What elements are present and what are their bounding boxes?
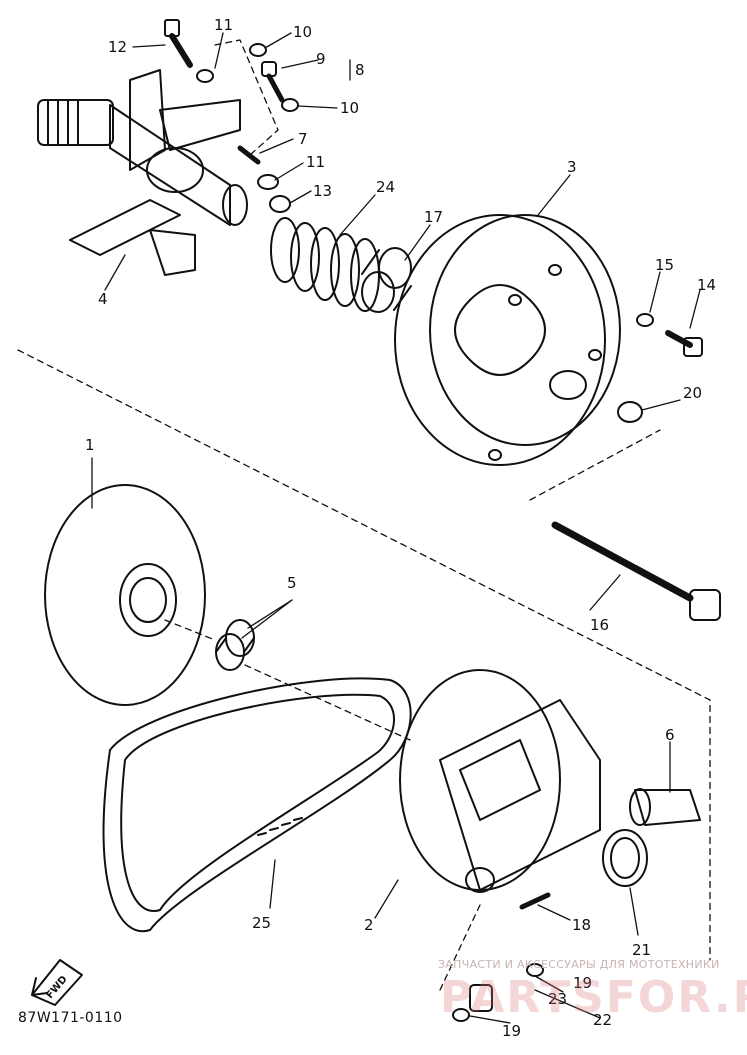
callout-11-upper: 11 (214, 16, 233, 34)
callout-24: 24 (376, 178, 395, 196)
callout-16: 16 (590, 616, 609, 634)
callout-10-upper: 10 (293, 23, 312, 41)
assembly-guide-lines (17, 39, 711, 991)
cover-fasteners (617, 313, 703, 423)
diagram-reference-code: 87W171-0110 (18, 1010, 123, 1026)
sliding-sheave-1 (44, 484, 206, 706)
callout-2: 2 (364, 916, 374, 934)
watermark-logo: PARTSFOR.RU (440, 972, 747, 1023)
long-bolt-16 (551, 521, 721, 621)
sliding-sheave-assembly-2 (399, 669, 601, 893)
clutch-cover-3 (394, 214, 621, 466)
callout-12: 12 (108, 38, 127, 56)
roller-pin-hardware (196, 43, 299, 213)
callout-18: 18 (572, 916, 591, 934)
callout-1: 1 (85, 436, 95, 454)
callout-4: 4 (98, 290, 108, 308)
callout-labels: 1 2 3 4 5 6 7 8 9 10 10 11 11 12 13 14 1… (85, 16, 716, 1040)
callout-19-upper: 19 (573, 974, 592, 992)
drive-belt-25 (102, 677, 412, 933)
callout-5: 5 (287, 574, 297, 592)
callout-14: 14 (697, 276, 716, 294)
sheave-small-parts (452, 788, 701, 1022)
callout-22: 22 (593, 1011, 612, 1029)
callout-23: 23 (548, 990, 567, 1008)
bushing-5 (215, 619, 255, 671)
forward-arrow-icon (31, 959, 83, 1006)
callout-25: 25 (252, 914, 271, 932)
callout-15: 15 (655, 256, 674, 274)
forward-label: FWD (45, 974, 70, 1001)
callout-8: 8 (355, 61, 365, 79)
callout-20: 20 (683, 384, 702, 402)
callout-17: 17 (424, 208, 443, 226)
collar-17 (361, 247, 412, 313)
bolt-12 (164, 19, 193, 68)
callout-3: 3 (567, 158, 577, 176)
watermark-caption: ЗАПЧАСТИ И АКСЕССУАРЫ ДЛЯ МОТОТЕХНИКИ (438, 958, 720, 971)
callout-11-lower: 11 (306, 153, 325, 171)
callout-21: 21 (632, 941, 651, 959)
callout-leader-lines (91, 32, 701, 1024)
callout-9: 9 (316, 50, 326, 68)
fixed-sheave-spider-part (37, 69, 248, 276)
callout-6: 6 (665, 726, 675, 744)
callout-13: 13 (313, 182, 332, 200)
callout-7: 7 (298, 130, 308, 148)
callout-19-lower: 19 (502, 1022, 521, 1040)
callout-10-lower: 10 (340, 99, 359, 117)
